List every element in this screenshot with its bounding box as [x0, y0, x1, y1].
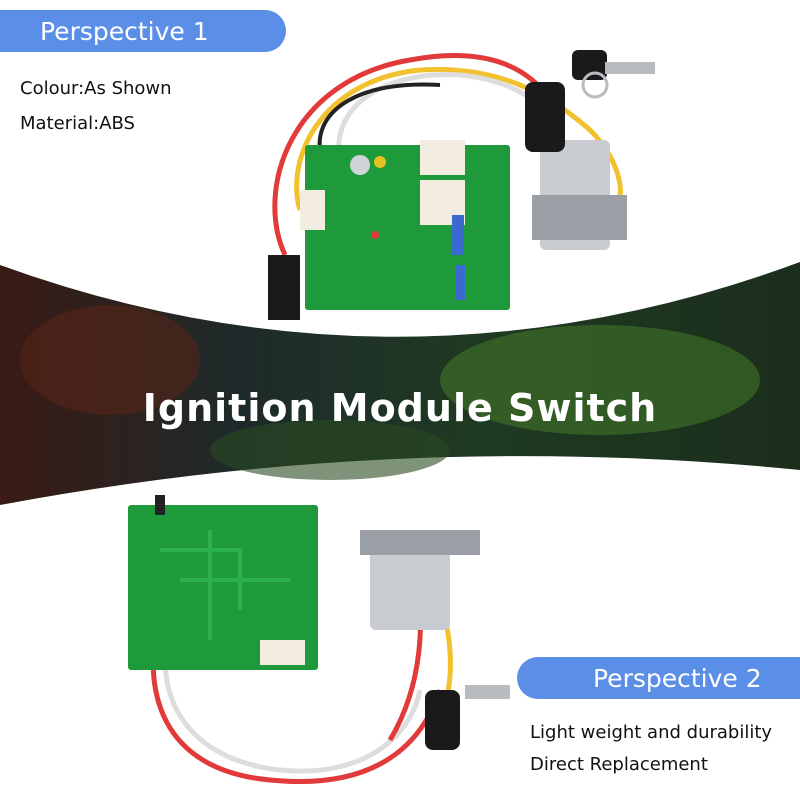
- perspective-2-banner: Perspective 2: [517, 657, 800, 699]
- product-image-back: [128, 495, 510, 784]
- spec-colour: Colour:As Shown: [20, 78, 172, 99]
- headline: Ignition Module Switch: [142, 386, 658, 430]
- spec-material: Material:ABS: [20, 113, 135, 134]
- spec-light-weight: Light weight and durability: [530, 722, 773, 743]
- perspective-2-label: Perspective 2: [593, 663, 762, 693]
- perspective-1-label: Perspective 1: [40, 16, 209, 46]
- perspective-1-banner: Perspective 1: [0, 10, 286, 52]
- spec-direct-replacement: Direct Replacement: [530, 754, 708, 775]
- product-image-front: [268, 50, 655, 320]
